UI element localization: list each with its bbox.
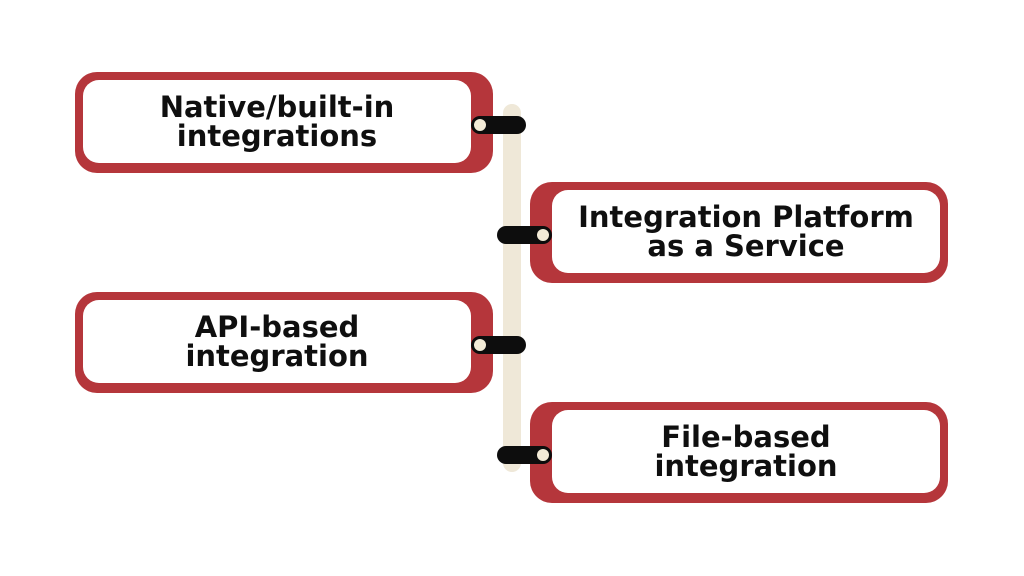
card-inner: API-based integration — [83, 300, 471, 383]
timeline-bar — [503, 104, 521, 472]
card-inner: File-based integration — [552, 410, 940, 493]
connector-2 — [497, 226, 552, 244]
connector-4 — [497, 446, 552, 464]
connector-dot — [474, 119, 486, 131]
card-label: API-based integration — [185, 309, 369, 373]
card-inner: Native/built-in integrations — [83, 80, 471, 163]
card-native-integrations: Native/built-in integrations — [75, 72, 493, 173]
card-ipaas: Integration Platform as a Service — [530, 182, 948, 283]
connector-dot — [537, 449, 549, 461]
connector-3 — [471, 336, 526, 354]
card-label: Native/built-in integrations — [159, 89, 395, 153]
card-label: Integration Platform as a Service — [578, 199, 914, 263]
connector-dot — [537, 229, 549, 241]
connector-dot — [474, 339, 486, 351]
card-api-integration: API-based integration — [75, 292, 493, 393]
card-inner: Integration Platform as a Service — [552, 190, 940, 273]
card-label: File-based integration — [654, 419, 838, 483]
connector-1 — [471, 116, 526, 134]
card-file-integration: File-based integration — [530, 402, 948, 503]
